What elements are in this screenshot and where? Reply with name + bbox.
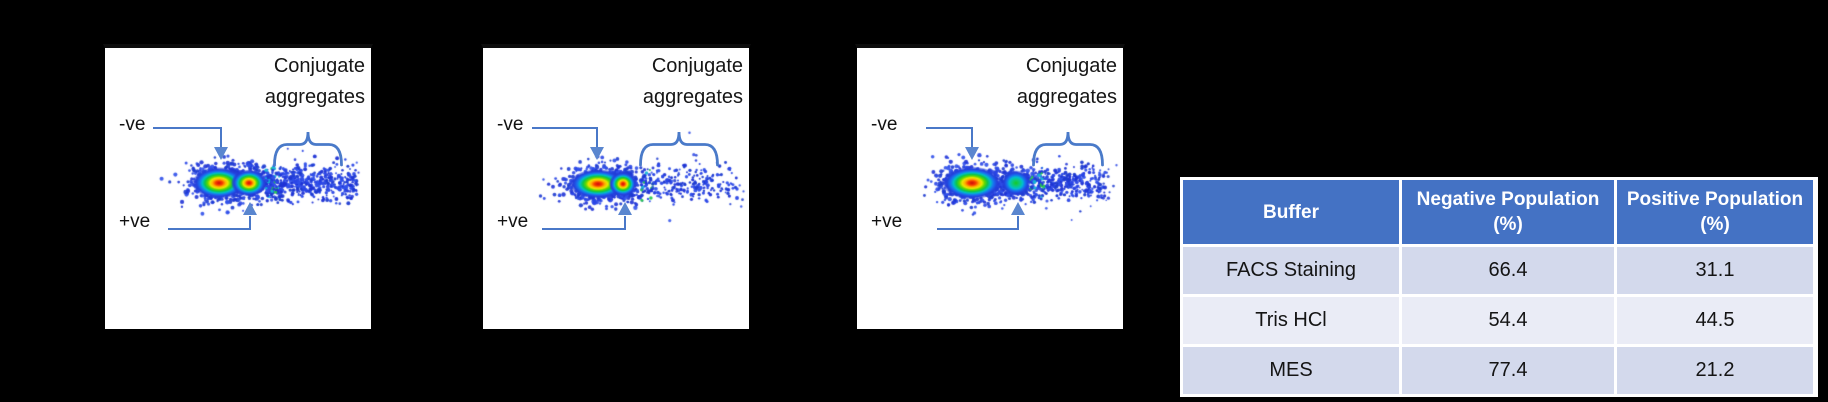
aggregates-annotation-line1: Conjugate (1025, 55, 1117, 77)
positive-callout-line-vertical (249, 216, 251, 230)
positive-arrowhead-icon (1011, 202, 1025, 215)
positive-arrowhead-icon (618, 202, 632, 215)
cell-negative-tris-hcl: 54.4 (1402, 297, 1614, 344)
flow-plot-panel-tris-hcl: Conjugate aggregates -ve +ve (481, 44, 751, 331)
negative-population-label: -ve (871, 114, 898, 135)
positive-callout-line-vertical (1017, 216, 1019, 230)
cell-positive-tris-hcl: 44.5 (1617, 297, 1813, 344)
negative-callout-line-vertical (971, 127, 973, 148)
negative-callout-line-vertical (596, 127, 598, 148)
negative-arrowhead-icon (214, 147, 228, 160)
positive-callout-line (542, 228, 626, 230)
cell-positive-mes: 21.2 (1617, 347, 1813, 394)
positive-population-label: +ve (497, 211, 529, 232)
aggregates-annotation: Conjugate aggregates (1017, 51, 1117, 113)
positive-arrowhead-icon (243, 202, 257, 215)
cell-buffer-mes: MES (1183, 347, 1399, 394)
cell-buffer-tris-hcl: Tris HCl (1183, 297, 1399, 344)
aggregates-brace-icon (1032, 131, 1104, 167)
negative-callout-line (153, 127, 222, 129)
negative-arrowhead-icon (965, 147, 979, 160)
cell-positive-facs-staining: 31.1 (1617, 247, 1813, 294)
cell-negative-mes: 77.4 (1402, 347, 1614, 394)
aggregates-annotation-line2: aggregates (642, 86, 743, 108)
aggregates-annotation-line2: aggregates (264, 86, 365, 108)
negative-callout-line-vertical (220, 127, 222, 148)
negative-population-label: -ve (119, 114, 146, 135)
aggregates-annotation: Conjugate aggregates (643, 51, 743, 113)
cell-negative-facs-staining: 66.4 (1402, 247, 1614, 294)
col-header-buffer: Buffer (1183, 180, 1399, 244)
flow-scatter-plot (857, 48, 1123, 329)
flow-plot-panel-facs-staining: Conjugate aggregates -ve +ve (103, 44, 373, 331)
cell-buffer-facs-staining: FACS Staining (1183, 247, 1399, 294)
col-header-positive-population: Positive Population (%) (1617, 180, 1813, 244)
results-table: Buffer Negative Population (%) Positive … (1180, 177, 1818, 397)
positive-callout-line (168, 228, 251, 230)
col-header-negative-population: Negative Population (%) (1402, 180, 1614, 244)
aggregates-brace-icon (273, 131, 343, 167)
negative-arrowhead-icon (590, 147, 604, 160)
aggregates-annotation-line2: aggregates (1016, 86, 1117, 108)
aggregates-annotation: Conjugate aggregates (265, 51, 365, 113)
flow-plot-panel-mes: Conjugate aggregates -ve +ve (855, 44, 1125, 331)
aggregates-brace-icon (639, 131, 719, 167)
aggregates-annotation-line1: Conjugate (273, 55, 365, 77)
flow-scatter-plot (105, 48, 371, 329)
negative-callout-line (926, 127, 973, 129)
positive-population-label: +ve (119, 211, 151, 232)
flow-scatter-plot (483, 48, 749, 329)
aggregates-annotation-line1: Conjugate (651, 55, 743, 77)
positive-population-label: +ve (871, 211, 903, 232)
negative-callout-line (532, 127, 598, 129)
positive-callout-line (937, 228, 1019, 230)
positive-callout-line-vertical (624, 216, 626, 230)
negative-population-label: -ve (497, 114, 524, 135)
